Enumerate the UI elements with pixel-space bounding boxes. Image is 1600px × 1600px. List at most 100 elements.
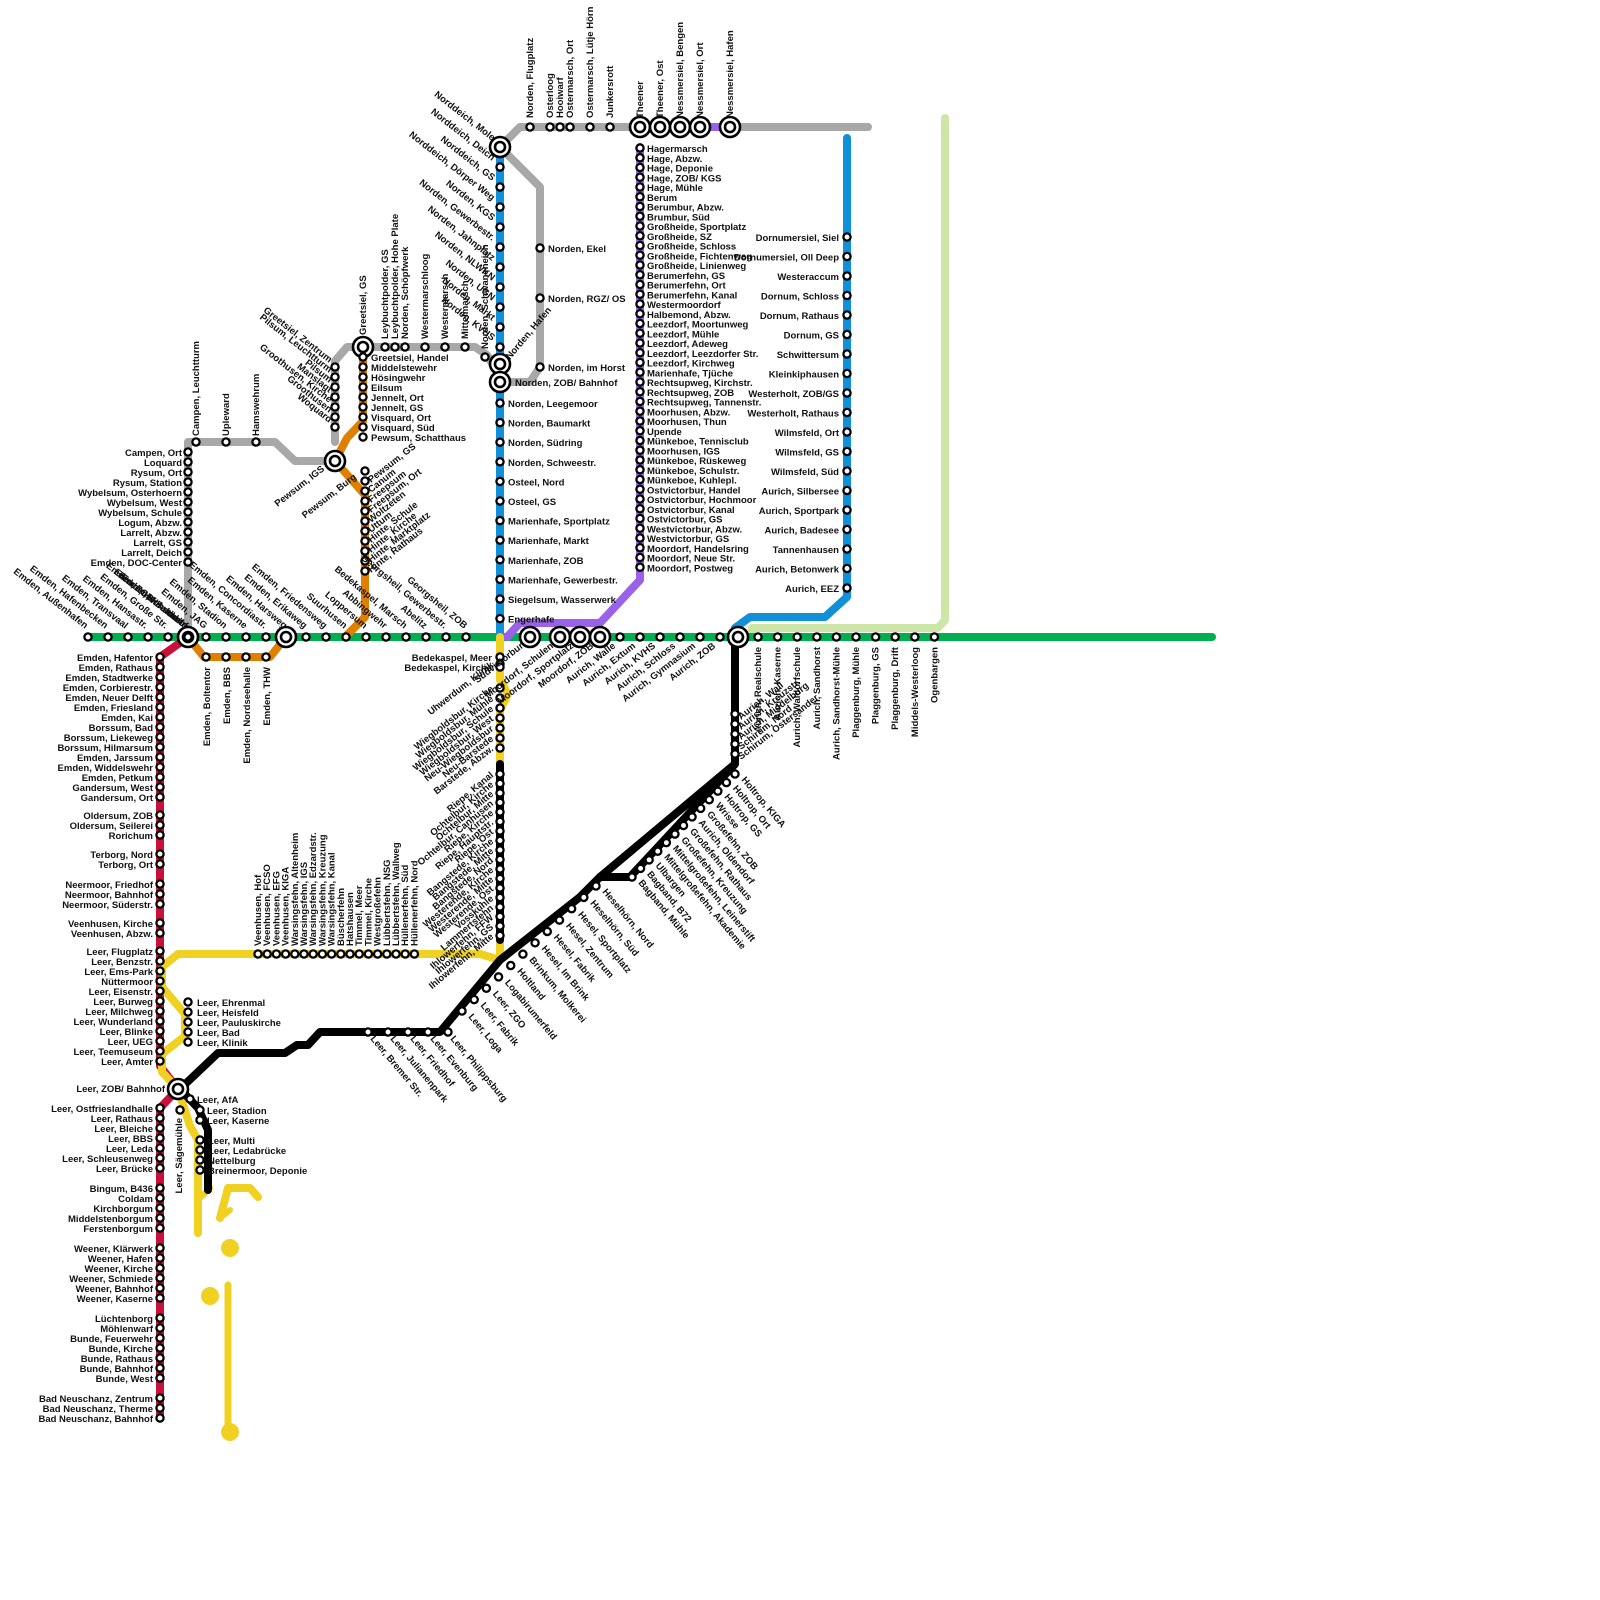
station-emden-rathaus[interactable]: [155, 662, 165, 672]
station-emden-nordseehalle[interactable]: [241, 652, 251, 662]
station-leer-s-gem-hle[interactable]: [175, 1105, 185, 1115]
station-leezdorf-kirchweg[interactable]: [635, 357, 645, 368]
station-m-nkeboe-schulstr[interactable]: [635, 464, 645, 475]
station-norden-ekel[interactable]: [535, 243, 545, 253]
station-berumbur-abzw[interactable]: [635, 201, 645, 212]
station-leer-evenburg[interactable]: [423, 1027, 433, 1037]
station-mittelmarsch[interactable]: [460, 342, 470, 352]
station-tannenhausen[interactable]: [842, 544, 852, 554]
station-warsingsfehn-igs[interactable]: [299, 949, 309, 959]
station-schirum-ostersander[interactable]: [730, 749, 740, 759]
station-hatshausen[interactable]: [345, 949, 355, 959]
station-veenhusen-abzw[interactable]: [155, 928, 165, 938]
station-leer-zgo[interactable]: [481, 983, 492, 994]
station-gandersum-ort[interactable]: [155, 792, 165, 802]
station-aurich-zob-hub[interactable]: [726, 625, 750, 649]
station-moordorf-handelsring[interactable]: [635, 543, 645, 553]
station-theener-ost[interactable]: [648, 115, 672, 139]
station-norden-kvhs[interactable]: [495, 342, 505, 352]
station-hesel-fabrik[interactable]: [542, 926, 553, 937]
station-emden-concordiastr[interactable]: [261, 632, 271, 642]
station-leer-ems-park[interactable]: [155, 966, 165, 976]
station-gandersum-west[interactable]: [155, 782, 165, 792]
station-norddeich-gs[interactable]: [495, 182, 505, 192]
station-leer-afa[interactable]: [185, 1094, 195, 1104]
station-leer-burweg[interactable]: [155, 996, 165, 1006]
station-leer-julianenpark[interactable]: [383, 1027, 393, 1037]
station-siegelsum-wasserwerk[interactable]: [495, 594, 505, 604]
station-moorhusen-abzw[interactable]: [635, 406, 645, 416]
station-campen-leuchtturm[interactable]: [191, 437, 201, 447]
station-warsingsfehn-kreuzung[interactable]: [317, 949, 328, 959]
station-aurich-kvhs[interactable]: [655, 632, 665, 642]
station-leer-schleusenweg[interactable]: [155, 1153, 165, 1163]
station-wiegboldsbur-m-hle[interactable]: [495, 693, 505, 703]
station-leer-rathaus[interactable]: [155, 1113, 165, 1123]
station-leybuchtpolder-gs[interactable]: [380, 342, 390, 352]
station-leer-benzstr[interactable]: [155, 956, 165, 966]
station-holtrop-kiga[interactable]: [730, 769, 740, 779]
station-eilsum[interactable]: [358, 382, 368, 392]
station-emden-erikaweg[interactable]: [301, 632, 311, 642]
station-emden-petkum[interactable]: [155, 772, 165, 782]
station-bingum-b436[interactable]: [155, 1183, 165, 1193]
station-leer-amter[interactable]: [155, 1056, 165, 1066]
station-emden-stadtwerke[interactable]: [155, 672, 165, 682]
station-hage-deponie[interactable]: [635, 162, 645, 173]
station-hesel-im-brink[interactable]: [530, 938, 540, 948]
station-ostermarsch-ort[interactable]: [565, 122, 575, 132]
station-leer-flugplatz[interactable]: [155, 946, 165, 956]
station-westerende-mitte[interactable]: [495, 873, 505, 884]
station-bagband-b72[interactable]: [635, 863, 646, 874]
station-ihlowerfehn-mitte[interactable]: [495, 930, 505, 941]
station-gro-heide-sportplatz[interactable]: [635, 221, 645, 231]
station-leezdorf-moortunweg[interactable]: [635, 318, 645, 329]
station-plaggenburg-drift[interactable]: [890, 632, 900, 642]
station-leer-br-cke[interactable]: [155, 1163, 165, 1173]
station-leer-teemuseum[interactable]: [155, 1046, 165, 1056]
station-junkersrott[interactable]: [605, 122, 615, 132]
station-ostermarsch-l-tje-h-rn[interactable]: [585, 122, 595, 132]
station-h-llenerfehn-nord[interactable]: [409, 949, 420, 959]
station-ochtelbur-mitte[interactable]: [495, 788, 505, 798]
station-larrelt-deich[interactable]: [183, 547, 193, 557]
station-norddeich-deich[interactable]: [495, 162, 505, 172]
station-emden-kaserne[interactable]: [241, 632, 251, 642]
station-plaggenburg-m-hle[interactable]: [851, 632, 861, 642]
station-manslagt[interactable]: [330, 392, 340, 402]
station-middelstenborgum[interactable]: [155, 1213, 165, 1223]
station-halbemond-abzw[interactable]: [635, 308, 645, 319]
station-georgsheil-gewerbestr[interactable]: [441, 632, 451, 642]
station-veenhusen-hof[interactable]: [253, 949, 263, 959]
station-warsingsfehn-edzardstr[interactable]: [308, 949, 318, 959]
station-wiegboldsbur-west[interactable]: [495, 713, 505, 723]
station-wybelsum-west[interactable]: [183, 497, 193, 507]
station-hesel-sportplatz[interactable]: [566, 903, 577, 914]
station-emden-friedensweg[interactable]: [321, 632, 331, 642]
station-emden-boltentor[interactable]: [201, 652, 211, 662]
station-leybuchtpolder-hohe-plate[interactable]: [390, 342, 400, 352]
station-hage-abzw[interactable]: [635, 152, 645, 163]
station-terborg-ort[interactable]: [155, 859, 165, 869]
station-middelstewehr[interactable]: [358, 362, 368, 372]
station-aurich-sandhorst-m-hle[interactable]: [831, 632, 842, 642]
station-campen-ort[interactable]: [183, 447, 193, 457]
station-aurich-oldendorf[interactable]: [687, 812, 697, 822]
station-norden-schwaneneich[interactable]: [480, 352, 490, 362]
station-hagermarsch[interactable]: [635, 143, 645, 153]
station-leezdorf-leezdorfer-str[interactable]: [635, 347, 645, 358]
station-coldam[interactable]: [155, 1193, 165, 1203]
station-weener-kirche[interactable]: [155, 1263, 165, 1273]
station-bedekaspel-kirche[interactable]: [495, 662, 505, 672]
station-oldersum-seilerei[interactable]: [155, 820, 165, 830]
station-nettelburg[interactable]: [195, 1155, 205, 1165]
station-norden-zob-bahnhof[interactable]: [488, 370, 512, 394]
station-norden-rgz-os[interactable]: [535, 293, 545, 303]
station-ostvictorbur-kanal[interactable]: [635, 503, 645, 514]
station-emden-friesland[interactable]: [155, 702, 165, 712]
station-bad-neuschanz-therme[interactable]: [155, 1403, 165, 1413]
station-ulbargen[interactable]: [644, 855, 654, 865]
station-breinermoor-deponie[interactable]: [195, 1165, 205, 1175]
station-mittelgro-efehn-akademie[interactable]: [653, 846, 663, 857]
station-aurich-eez[interactable]: [842, 583, 852, 593]
